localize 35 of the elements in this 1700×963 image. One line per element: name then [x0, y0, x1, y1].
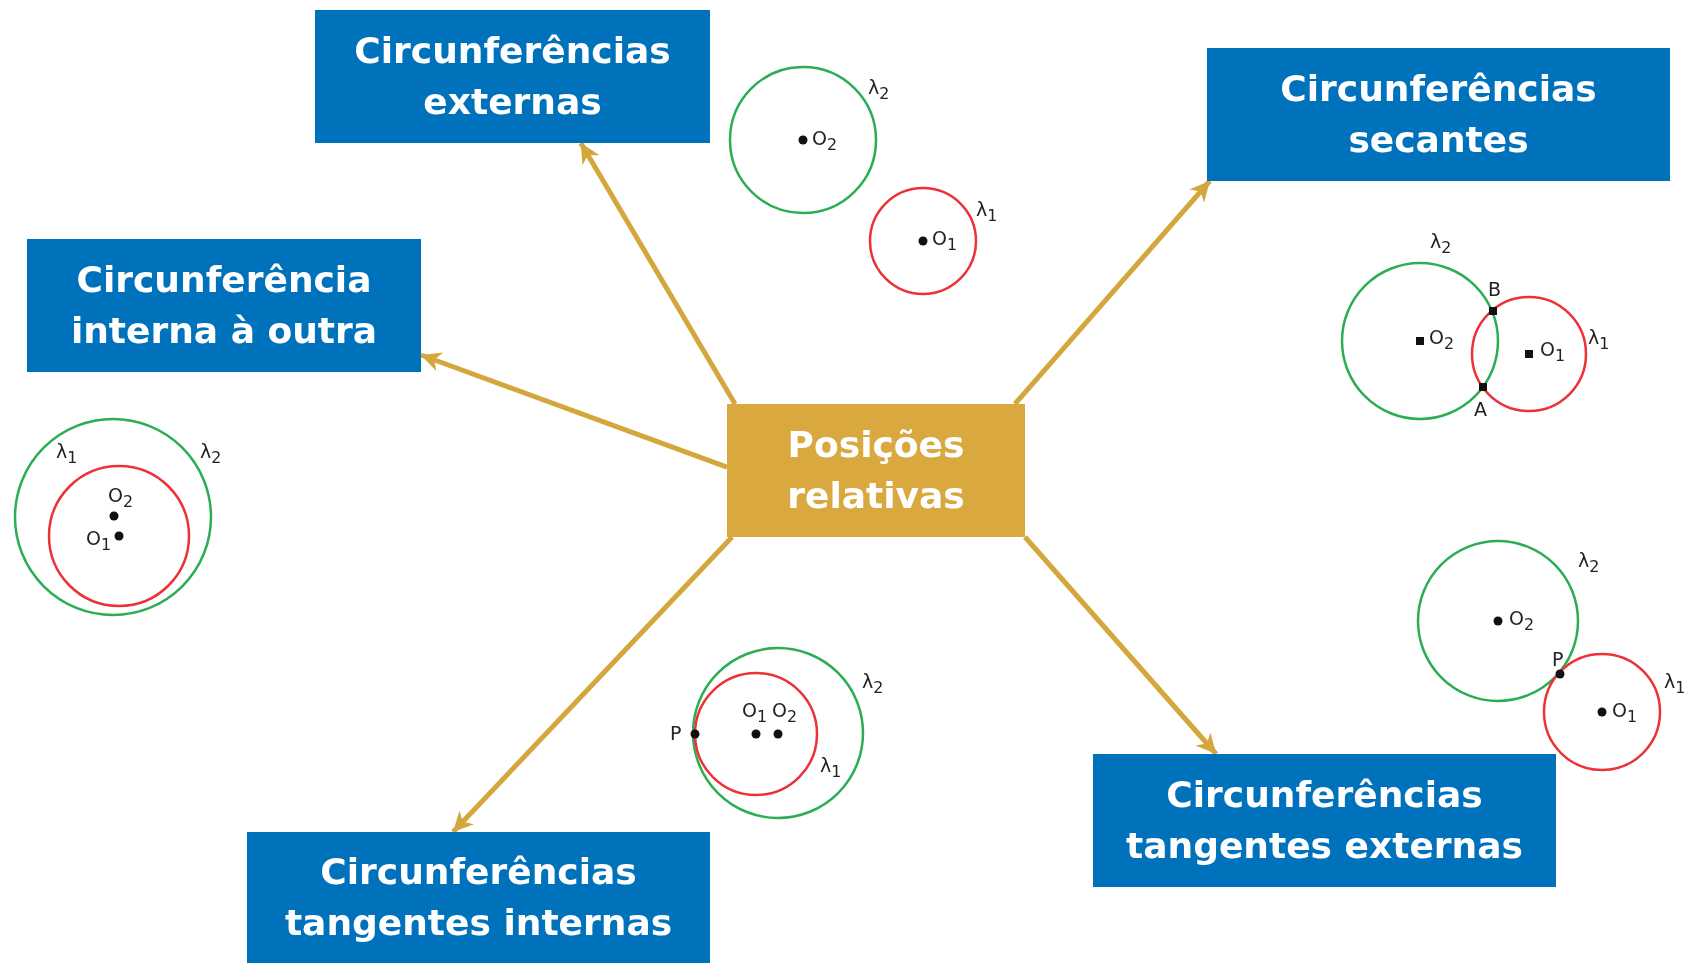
math-label: O$_{1}$	[932, 229, 958, 253]
math-label: A	[1474, 400, 1487, 419]
math-label: O$_{1}$	[86, 529, 112, 553]
arrow	[1013, 179, 1212, 406]
math-label: O$_{2}$	[1429, 328, 1455, 352]
math-label: λ$_{2}$	[862, 672, 884, 696]
math-label: λ$_{1}$	[1664, 672, 1686, 696]
math-label: O$_{1}$	[1540, 340, 1566, 364]
category-box: Circunferências secantes	[1207, 48, 1670, 181]
central-topic-box: Posições relativas	[727, 404, 1025, 537]
math-label: O$_{2}$	[108, 486, 134, 510]
category-box: Circunferências externas	[315, 10, 710, 143]
math-label: λ$_{1}$	[976, 200, 998, 224]
math-label: λ$_{1}$	[56, 442, 78, 466]
category-box: Circunferência interna à outra	[27, 239, 421, 372]
arrow	[1023, 535, 1219, 756]
math-label: P	[670, 724, 682, 743]
arrow	[451, 535, 734, 834]
math-label: O$_{1}$	[742, 701, 768, 725]
math-label: λ$_{2}$	[868, 78, 890, 102]
math-label: O$_{2}$	[1509, 609, 1535, 633]
category-box: Circunferências tangentes internas	[247, 832, 710, 963]
arrow	[578, 141, 738, 406]
math-label: λ$_{2}$	[1578, 551, 1600, 575]
math-label: O$_{2}$	[772, 701, 798, 725]
category-box: Circunferências tangentes externas	[1093, 754, 1556, 887]
arrow	[420, 352, 728, 470]
math-label: P	[1552, 650, 1564, 669]
math-label: O$_{1}$	[1612, 701, 1638, 725]
math-label: B	[1488, 280, 1502, 299]
math-label: O$_{2}$	[812, 129, 838, 153]
math-label: λ$_{1}$	[820, 756, 842, 780]
math-label: λ$_{2}$	[1430, 232, 1452, 256]
math-label: λ$_{1}$	[1588, 328, 1610, 352]
math-label: λ$_{2}$	[200, 442, 222, 466]
